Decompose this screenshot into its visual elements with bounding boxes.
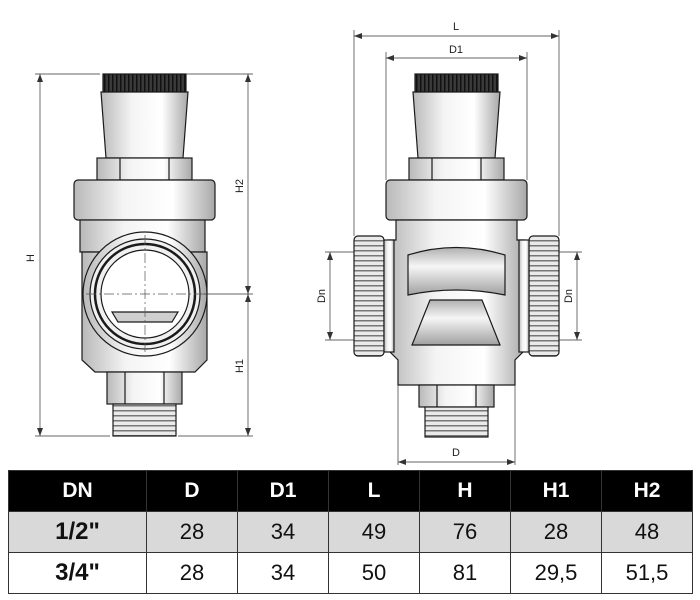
table-cell: 34	[237, 511, 329, 553]
gauge-plug	[112, 403, 177, 437]
table-cell: 49	[328, 511, 420, 553]
side-gauge-plug	[424, 406, 489, 438]
table-cell: 28	[146, 552, 238, 594]
bonnet-nut	[96, 157, 193, 181]
header-h2: H2	[601, 470, 693, 512]
bonnet	[100, 91, 189, 159]
dimension-table: DN D D1 L H H1 H2 1/2" 28 34 49 76 28 48…	[8, 470, 693, 594]
front-view-valve	[73, 73, 216, 437]
dim-label-h: H	[25, 254, 37, 262]
table-cell: 3/4"	[8, 552, 147, 594]
table-cell: 48	[601, 511, 693, 553]
body-flange	[73, 179, 216, 221]
header-dn: DN	[8, 470, 147, 512]
table-cell: 76	[419, 511, 511, 553]
header-d: D	[146, 470, 238, 512]
table-cell: 50	[328, 552, 420, 594]
table-cell: 28	[510, 511, 602, 553]
gauge-port-nut	[106, 371, 183, 405]
right-port-thread	[528, 235, 560, 357]
dim-label-l: L	[453, 21, 459, 33]
table-cell: 28	[146, 511, 238, 553]
table-cell: 51,5	[601, 552, 693, 594]
table-cell: 81	[419, 552, 511, 594]
left-port-nut	[383, 239, 395, 353]
dim-label-d1: D1	[449, 44, 463, 56]
header-h: H	[419, 470, 511, 512]
header-l: L	[328, 470, 420, 512]
dim-label-dn-left: Dn	[316, 289, 328, 303]
table-row: 1/2" 28 34 49 76 28 48	[8, 511, 693, 553]
dim-label-h2: H2	[234, 179, 246, 193]
dim-label-d: D	[452, 447, 460, 459]
adjust-knob-cap	[102, 73, 187, 93]
side-adjust-knob-cap	[414, 73, 499, 93]
header-d1: D1	[237, 470, 329, 512]
table-header-row: DN D D1 L H H1 H2	[8, 470, 693, 512]
side-gauge-port-nut	[418, 384, 495, 408]
side-bonnet-nut	[408, 157, 505, 181]
left-port-thread	[353, 235, 385, 357]
dim-label-dn-right: Dn	[563, 289, 575, 303]
table-row: 3/4" 28 34 50 81 29,5 51,5	[8, 552, 693, 594]
side-bonnet	[412, 91, 501, 159]
table-cell: 29,5	[510, 552, 602, 594]
technical-drawing: H H2 H1	[25, 21, 582, 465]
table-cell: 34	[237, 552, 329, 594]
side-body-flange	[385, 179, 528, 221]
right-port-nut	[518, 239, 530, 353]
side-view-valve	[353, 73, 560, 438]
dim-label-h1: H1	[234, 359, 246, 373]
header-h1: H1	[510, 470, 602, 512]
table-cell: 1/2"	[8, 511, 147, 553]
